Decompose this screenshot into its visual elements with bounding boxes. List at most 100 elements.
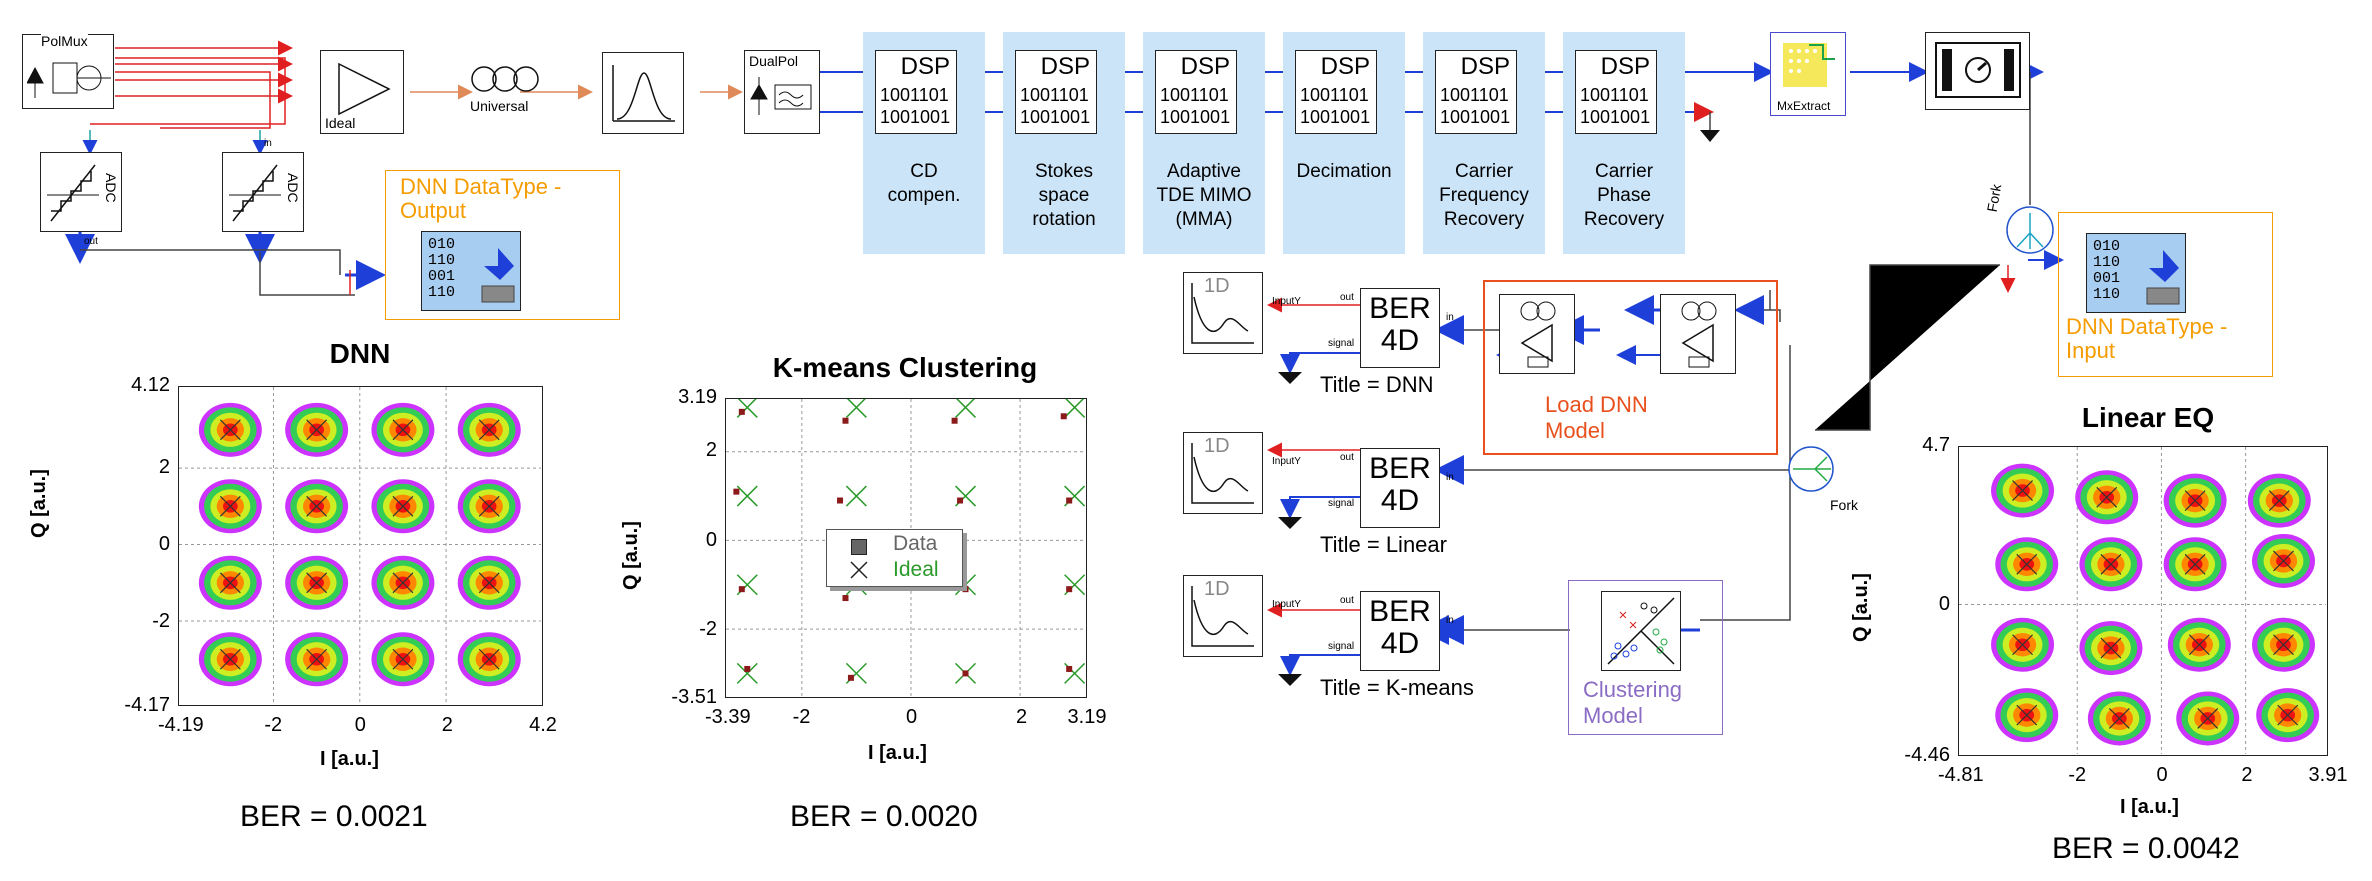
curve-plot-icon [1191, 443, 1254, 504]
data-marker [962, 586, 969, 593]
constellation-cluster [2251, 533, 2315, 588]
ber-line1: BER [1369, 292, 1431, 325]
analyzer-icon [1935, 42, 2021, 98]
dsp-bits-2: 1001001 [1440, 107, 1511, 127]
x-tick-label: -2 [2068, 764, 2087, 786]
constellation-cluster [1995, 537, 2059, 592]
ideal-marker [954, 399, 977, 418]
adc-block-1[interactable]: ADC [40, 152, 122, 232]
plot-dnn-xlabel: I [a.u.] [320, 748, 379, 770]
visualizer-port-label: InputY [1272, 296, 1301, 307]
fiber-label: Universal [470, 98, 529, 114]
constellation-cluster [1995, 688, 2059, 743]
visualizer-block-0[interactable]: 1D [1183, 272, 1263, 354]
matrix-extract-icon [1783, 43, 1835, 87]
dualpol-label: DualPol [749, 53, 799, 69]
plot-kmeans-canvas [726, 399, 1085, 696]
dsp-label-0: CD compen. [887, 161, 961, 206]
clustering-icon [1607, 597, 1675, 665]
plot-dnn-axes [178, 386, 543, 706]
plot-kmeans-title: K-means Clustering [772, 352, 1038, 383]
dsp-bits-2: 1001001 [1300, 107, 1371, 127]
load-dnn-model-label: Load DNN Model [1545, 392, 1648, 443]
data-marker [738, 408, 745, 415]
plot-dnn-ber: BER = 0.0021 [240, 800, 428, 833]
dnn-datatype-output-block[interactable]: 010 110 001 110 [421, 231, 521, 311]
plot-dnn-ylabel: Q [a.u.] [28, 469, 50, 538]
fork-icon[interactable] [2005, 205, 2055, 255]
visualizer-label: 1D [1204, 435, 1230, 457]
adc-block-2[interactable]: ADC [222, 152, 304, 232]
constellation-cluster [371, 555, 435, 610]
amplifier-triangle-icon [338, 62, 391, 116]
x-tick-label: 2 [441, 714, 453, 736]
amplifier-block[interactable]: Ideal [320, 50, 404, 134]
adc-staircase-icon [47, 164, 99, 222]
amplifier-label: Ideal [325, 115, 356, 131]
polmux-block[interactable]: PolMux [22, 33, 114, 109]
constellation-cluster [2075, 470, 2139, 525]
ber-port-out: out [1340, 595, 1354, 606]
photodiode-icon [750, 77, 812, 115]
neural-amplifier-icon [1520, 301, 1556, 368]
dnn-datatype-output-label: DNN DataType - Output [400, 174, 562, 223]
x-tick-label: -4.19 [158, 714, 204, 736]
visualizer-block-1[interactable]: 1D [1183, 432, 1263, 514]
constellation-cluster [198, 479, 262, 534]
y-tick-label: -3.51 [671, 686, 717, 708]
dnn-model-block-2[interactable] [1660, 294, 1736, 374]
ber-line2: 4D [1380, 627, 1420, 660]
x-tick-label: 0 [2156, 764, 2168, 786]
datatype-bits: 010 110 001 110 [428, 236, 456, 301]
load-dnn-model-frame: Load DNN Model [1483, 280, 1778, 455]
data-marker [733, 488, 740, 495]
data-marker [847, 674, 854, 681]
dsp-label-3: Decimation [1296, 161, 1392, 182]
ber-line2: 4D [1380, 484, 1420, 517]
fork2-label: Fork [1830, 497, 1858, 513]
ideal-marker [1064, 399, 1085, 418]
x-tick-label: 3.91 [2308, 764, 2348, 786]
clustering-model-block[interactable] [1601, 591, 1681, 671]
signal-analyzer-block[interactable] [1925, 32, 2030, 110]
constellation-cluster [2167, 617, 2231, 672]
dsp-label-5: Carrier Phase Recovery [1583, 161, 1665, 230]
ideal-marker [845, 399, 867, 418]
dnn-datatype-input-block[interactable]: 010 110 001 110 [2086, 233, 2186, 313]
ber-port-out: out [1340, 452, 1354, 463]
dsp-bits-1: 1001101 [1580, 85, 1649, 105]
neural-amplifier-icon [1681, 301, 1717, 368]
ber-line1: BER [1369, 595, 1431, 628]
dsp-title: DSP [1040, 53, 1090, 80]
constellation-cluster [2256, 688, 2320, 743]
dsp-bits-1: 1001101 [1160, 85, 1229, 105]
fiber-coil-icon[interactable] [470, 62, 540, 96]
polarization-multiplexer-icon [27, 62, 111, 98]
ber-port-signal: signal [1328, 498, 1355, 509]
ber-port-in: in [1446, 472, 1454, 483]
constellation-cluster [457, 632, 521, 687]
ideal-marker [736, 662, 758, 684]
dualpol-receiver-block[interactable]: DualPol [744, 50, 820, 134]
optical-filter-block[interactable] [602, 52, 684, 134]
adc-label-1: ADC [103, 173, 119, 203]
visualizer-block-2[interactable]: 1D [1183, 575, 1263, 657]
fork-icon[interactable] [1787, 445, 1835, 493]
dnn-model-block-1[interactable] [1499, 294, 1575, 374]
constellation-cluster [198, 632, 262, 687]
plot-kmeans-axes: Data Ideal [725, 398, 1087, 698]
constellation-cluster [1991, 463, 2055, 518]
y-tick-label: 0 [705, 528, 717, 551]
dsp-title: DSP [1320, 53, 1370, 80]
visualizer-port-label: InputY [1272, 599, 1301, 610]
mxextract-block[interactable]: MxExtract [1770, 32, 1846, 116]
